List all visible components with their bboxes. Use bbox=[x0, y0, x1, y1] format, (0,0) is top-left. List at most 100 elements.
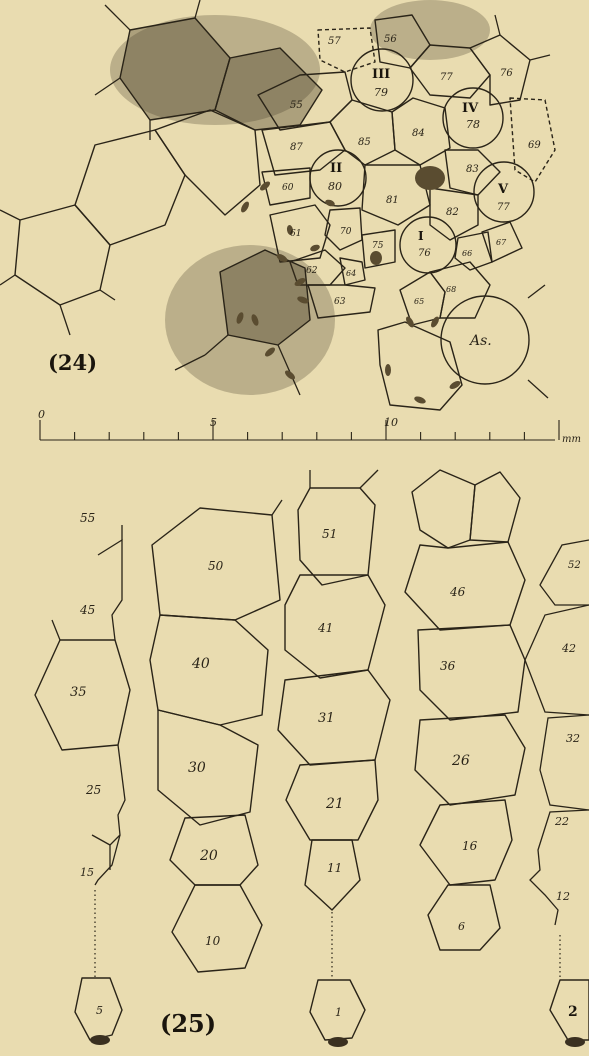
areole-label: 62 bbox=[306, 266, 318, 276]
scale-ticks bbox=[40, 420, 559, 440]
vein bbox=[92, 835, 110, 845]
areole-label: 82 bbox=[446, 207, 459, 218]
roman-label: I bbox=[418, 229, 424, 243]
areole-label: 30 bbox=[188, 760, 206, 776]
scale-label-10: 10 bbox=[384, 416, 398, 429]
areole-label: 42 bbox=[561, 642, 576, 655]
areole-label: 81 bbox=[386, 195, 399, 206]
areole-label: 35 bbox=[70, 685, 87, 700]
areole-label: 40 bbox=[191, 656, 210, 672]
areole-10 bbox=[172, 885, 262, 972]
areole-label: 12 bbox=[556, 890, 570, 903]
areole-label: 65 bbox=[414, 297, 424, 306]
figure-24: 57 56 77 76 55 III 79 IV 78 69 87 85 84 … bbox=[0, 0, 581, 445]
areole-11 bbox=[305, 840, 360, 910]
column-4: 46 36 26 16 6 bbox=[405, 470, 525, 950]
areole-label: 85 bbox=[358, 137, 371, 148]
areole-large bbox=[75, 130, 185, 245]
scale-label-0: 0 bbox=[38, 408, 45, 421]
vein bbox=[98, 540, 122, 640]
areole-label: 55 bbox=[290, 100, 303, 111]
dark-gland bbox=[370, 251, 382, 265]
vein bbox=[52, 620, 60, 640]
areole-30 bbox=[158, 710, 258, 825]
areole-label: 75 bbox=[372, 241, 384, 251]
basal-tuft bbox=[565, 1037, 585, 1047]
areole-label: 20 bbox=[199, 848, 218, 864]
vein bbox=[110, 745, 125, 870]
areole-label: 15 bbox=[80, 866, 94, 879]
vein bbox=[528, 380, 548, 398]
figure-25: 55 45 35 25 15 5 50 40 30 20 10 (25) bbox=[35, 470, 589, 1047]
areole-label: 1 bbox=[335, 1006, 342, 1019]
areole-label: 66 bbox=[462, 249, 472, 258]
leaf-mark bbox=[429, 315, 440, 328]
areole-label: 78 bbox=[466, 118, 480, 131]
areole-label: 60 bbox=[282, 183, 294, 193]
roman-label: IV bbox=[462, 101, 479, 116]
areole-label: 83 bbox=[466, 164, 479, 175]
areole-26 bbox=[415, 715, 525, 805]
roman-label: II bbox=[330, 161, 342, 176]
dark-gland bbox=[415, 166, 445, 190]
scale-bar: 0 5 10 mm bbox=[38, 408, 581, 445]
areole-label: 45 bbox=[79, 603, 95, 617]
areole-label: 87 bbox=[290, 142, 303, 153]
basal-tuft bbox=[90, 1035, 110, 1045]
areole-label: 51 bbox=[322, 527, 337, 541]
areole-label: 77 bbox=[440, 72, 453, 83]
areole-top-b bbox=[470, 472, 520, 542]
vein bbox=[105, 5, 130, 30]
areole-label: 31 bbox=[318, 711, 335, 726]
leaf-mark bbox=[385, 364, 391, 376]
areole-label: 10 bbox=[205, 934, 221, 948]
vein bbox=[540, 540, 589, 605]
areole-label: 50 bbox=[208, 559, 224, 573]
vein bbox=[528, 285, 545, 298]
figure-label: (25) bbox=[160, 1009, 216, 1038]
scale-label-5: 5 bbox=[210, 416, 217, 429]
areole-label: 41 bbox=[317, 621, 333, 635]
areole-label: 76 bbox=[500, 68, 513, 79]
areole-label: 36 bbox=[440, 659, 456, 673]
areole-36 bbox=[418, 625, 525, 720]
vein bbox=[0, 275, 15, 285]
vein bbox=[0, 210, 20, 220]
vein bbox=[60, 305, 70, 335]
vein bbox=[525, 605, 589, 715]
areole-85 bbox=[330, 100, 395, 165]
areole-label: 55 bbox=[80, 511, 95, 525]
leaf-mark bbox=[448, 379, 461, 390]
areole-I bbox=[400, 217, 456, 273]
areole-label: 22 bbox=[554, 815, 569, 828]
areole-label: 79 bbox=[374, 86, 388, 99]
areole-label: 46 bbox=[449, 585, 466, 599]
areole-label: 61 bbox=[290, 229, 301, 239]
areole-57 bbox=[318, 28, 375, 72]
scale-unit: mm bbox=[562, 434, 581, 445]
areole-label: 11 bbox=[327, 861, 342, 875]
areole-label: 32 bbox=[566, 732, 580, 745]
vein bbox=[540, 715, 589, 810]
vein bbox=[495, 15, 500, 35]
vein bbox=[360, 470, 378, 488]
column-3: 51 41 31 21 11 1 bbox=[278, 470, 390, 1047]
vein bbox=[530, 55, 550, 60]
areole-label: 6 bbox=[458, 920, 465, 933]
areole-label: 77 bbox=[497, 202, 510, 213]
vein bbox=[195, 0, 200, 18]
areole-label: 70 bbox=[340, 227, 352, 237]
areole-6 bbox=[428, 885, 500, 950]
column-5: 52 42 32 22 12 2 bbox=[525, 540, 589, 1047]
column-1: 55 45 35 25 15 5 bbox=[35, 511, 130, 1045]
areole-label: 67 bbox=[496, 238, 507, 247]
basal-tuft bbox=[328, 1037, 348, 1047]
areole-label: 69 bbox=[528, 140, 541, 151]
areole-label: As. bbox=[468, 333, 492, 349]
vein bbox=[272, 500, 282, 515]
roman-label: III bbox=[372, 67, 390, 82]
areole-68 bbox=[430, 262, 490, 318]
areole-41 bbox=[285, 575, 385, 678]
leaf-mark bbox=[413, 395, 426, 405]
